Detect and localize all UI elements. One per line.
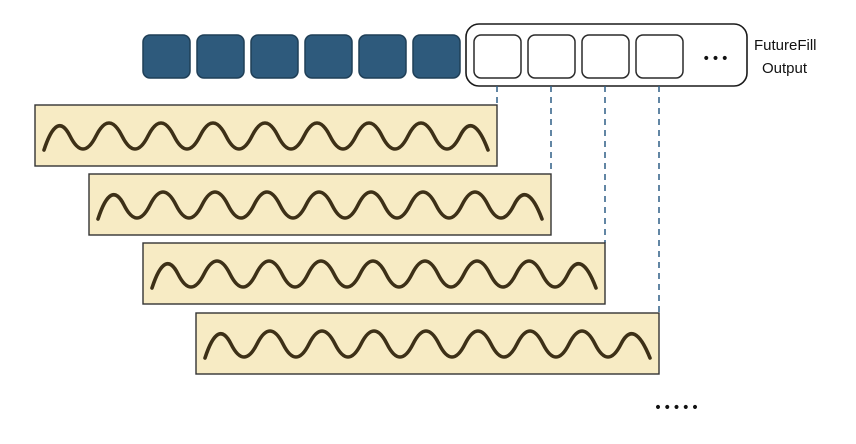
wave-line — [96, 190, 544, 221]
wave-line — [150, 259, 598, 290]
output-cell — [473, 34, 522, 79]
futurefill-label-line1: FutureFill — [754, 37, 817, 54]
wave-strip — [88, 173, 552, 236]
wave-strip-box — [142, 242, 606, 305]
input-cell — [196, 34, 245, 79]
futurefill-label-line2: Output — [762, 60, 808, 77]
wave-line — [42, 121, 490, 152]
input-cell — [304, 34, 353, 79]
wave-strip-box — [34, 104, 498, 167]
input-cell — [250, 34, 299, 79]
output-cell — [635, 34, 684, 79]
wave-strip-box — [88, 173, 552, 236]
output-cell — [581, 34, 630, 79]
input-cell — [142, 34, 191, 79]
futurefill-output-group: ••• — [465, 23, 748, 87]
output-cell — [527, 34, 576, 79]
output-ellipsis: ••• — [702, 51, 730, 67]
connectors — [496, 86, 660, 313]
input-cell — [358, 34, 407, 79]
continuation-ellipsis: ••••• — [654, 400, 700, 416]
wave-line — [203, 329, 652, 360]
wave-strip — [34, 104, 498, 167]
input-cell — [412, 34, 461, 79]
wave-strip — [195, 312, 660, 375]
wave-strip — [142, 242, 606, 305]
wave-strip-box — [195, 312, 660, 375]
input-cells — [142, 34, 461, 79]
